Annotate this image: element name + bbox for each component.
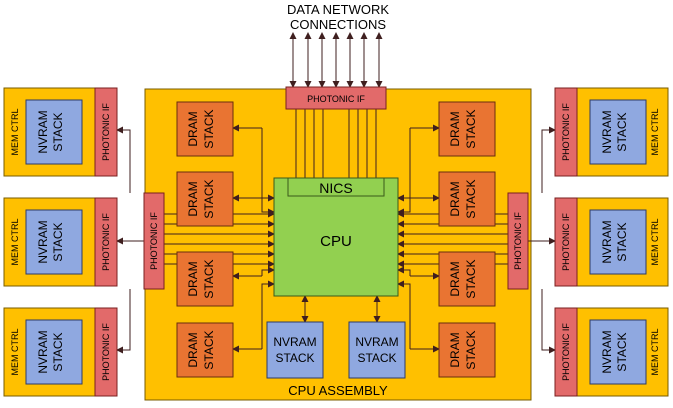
left-dram-cpu-wire-4 xyxy=(261,280,275,349)
dram-stack-8 xyxy=(438,322,496,378)
left-module-mem-ctrl-label: MEM CTRL xyxy=(10,329,20,376)
right-module-nvram-stack xyxy=(589,99,647,165)
left-dram-cpu-wire-3 xyxy=(261,266,275,276)
left-module-nvram-label-bottom: STACK xyxy=(51,112,65,151)
dram-label-bottom: STACK xyxy=(202,179,216,218)
inner-nvram-label-top: NVRAM xyxy=(273,335,316,349)
dram-label-bottom: STACK xyxy=(464,179,478,218)
right-dram-cpu-wire-4 xyxy=(397,280,411,349)
left-module-nvram-stack xyxy=(25,319,83,385)
inner-nvram-stack-1 xyxy=(266,321,324,379)
right-module-mem-ctrl-label: MEM CTRL xyxy=(650,329,660,376)
dram-stack-4 xyxy=(176,322,234,378)
dram-label-top: DRAM xyxy=(448,332,462,367)
right-module-nvram-label-bottom: STACK xyxy=(615,332,629,371)
right-module-mem-ctrl-label: MEM CTRL xyxy=(650,219,660,266)
left-module-nvram-label-top: NVRAM xyxy=(36,110,50,153)
right-module-photonic-if xyxy=(554,197,578,287)
dram-stack-7 xyxy=(438,251,496,307)
top-photonic-if-label: PHOTONIC IF xyxy=(307,94,365,104)
right-module-photonic-if xyxy=(554,307,578,397)
dram-stack-5 xyxy=(438,101,496,157)
left-photonic-if-label: PHOTONIC IF xyxy=(149,212,159,270)
title-line-1: DATA NETWORK xyxy=(287,2,389,17)
left-module-photonic-if-label: PHOTONIC IF xyxy=(101,213,111,271)
dram-label-top: DRAM xyxy=(448,111,462,146)
dram-stack-6 xyxy=(438,171,496,227)
left-module-mem-ctrl-label: MEM CTRL xyxy=(10,219,20,266)
inner-nvram-label-bottom: STACK xyxy=(357,351,396,365)
dram-stack-3 xyxy=(176,251,234,307)
dram-label-bottom: STACK xyxy=(202,330,216,369)
dram-label-top: DRAM xyxy=(448,261,462,296)
dram-label-top: DRAM xyxy=(186,332,200,367)
right-module-nvram-label-bottom: STACK xyxy=(615,222,629,261)
dram-label-bottom: STACK xyxy=(464,330,478,369)
inner-nvram-stacks: NVRAM STACK NVRAM STACK xyxy=(266,321,406,379)
right-dram-cpu-wire-3 xyxy=(397,266,411,276)
right-photonic-if-label: PHOTONIC IF xyxy=(513,212,523,270)
dram-label-top: DRAM xyxy=(186,181,200,216)
inner-nvram-label-bottom: STACK xyxy=(275,351,314,365)
dram-stack-2 xyxy=(176,171,234,227)
left-module-nvram-label-top: NVRAM xyxy=(36,220,50,263)
cpu-label: CPU xyxy=(320,233,352,250)
right-module-wire-1 xyxy=(541,126,556,193)
right-module-nvram-stack xyxy=(589,319,647,385)
left-module-photonic-if xyxy=(94,197,118,287)
right-module-nvram-stack xyxy=(589,209,647,275)
inner-nvram-stack-2 xyxy=(348,321,406,379)
nics-label: NICS xyxy=(319,180,352,196)
left-module-mem-ctrl-label: MEM CTRL xyxy=(10,109,20,156)
dram-label-top: DRAM xyxy=(448,181,462,216)
right-module-mem-ctrl-label: MEM CTRL xyxy=(650,109,660,156)
right-module-nvram-label-top: NVRAM xyxy=(600,110,614,153)
left-module-nvram-stack xyxy=(25,99,83,165)
left-module-nvram-label-bottom: STACK xyxy=(51,332,65,371)
left-module-wire-3 xyxy=(116,289,131,354)
right-module-photonic-if-label: PHOTONIC IF xyxy=(561,213,571,271)
right-module-nvram-label-bottom: STACK xyxy=(615,112,629,151)
top-photonic-if xyxy=(285,86,387,110)
cpu-block xyxy=(273,177,399,297)
right-module-wire-3 xyxy=(541,289,556,354)
right-module-nvram-label-top: NVRAM xyxy=(600,220,614,263)
dram-label-bottom: STACK xyxy=(464,109,478,148)
inner-nvram-label-top: NVRAM xyxy=(355,335,398,349)
left-photonic-if xyxy=(143,192,165,290)
cpu-assembly-label: CPU ASSEMBLY xyxy=(288,383,388,398)
right-module-photonic-if xyxy=(554,87,578,177)
left-module-nvram-label-bottom: STACK xyxy=(51,222,65,261)
right-photonic-if xyxy=(507,192,529,290)
left-module-photonic-if xyxy=(94,307,118,397)
left-module-photonic-if-label: PHOTONIC IF xyxy=(101,323,111,381)
left-module-nvram-label-top: NVRAM xyxy=(36,330,50,373)
right-module-photonic-if-label: PHOTONIC IF xyxy=(561,323,571,381)
left-module-photonic-if-label: PHOTONIC IF xyxy=(101,103,111,161)
left-module-wire-1 xyxy=(116,126,131,193)
dram-label-top: DRAM xyxy=(186,261,200,296)
network-connection-arrows xyxy=(289,32,383,88)
right-module-nvram-label-top: NVRAM xyxy=(600,330,614,373)
dram-stack-1 xyxy=(176,101,234,157)
left-module-photonic-if xyxy=(94,87,118,177)
title-line-2: CONNECTIONS xyxy=(290,17,386,32)
dram-label-bottom: STACK xyxy=(464,259,478,298)
nics-block xyxy=(287,177,385,197)
dram-label-bottom: STACK xyxy=(202,259,216,298)
left-module-nvram-stack xyxy=(25,209,83,275)
dram-label-top: DRAM xyxy=(186,111,200,146)
right-module-photonic-if-label: PHOTONIC IF xyxy=(561,103,571,161)
dram-label-bottom: STACK xyxy=(202,109,216,148)
